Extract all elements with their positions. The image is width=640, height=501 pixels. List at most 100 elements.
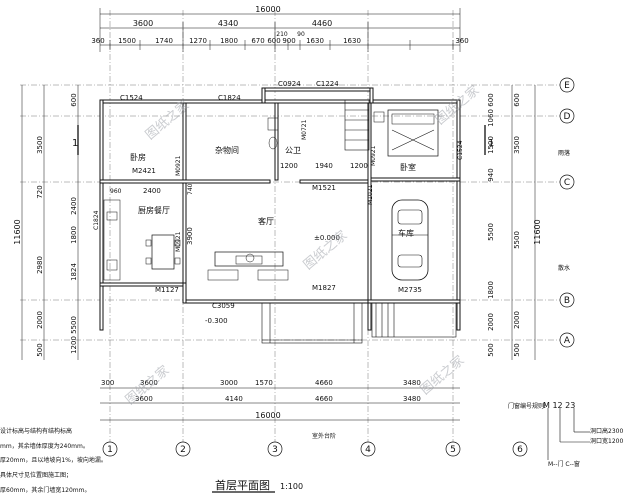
dim-left-r1-4: 500: [36, 343, 44, 356]
drawing-scale: 1:100: [280, 482, 303, 491]
dim-3900: 3900: [186, 227, 194, 245]
outdoor-stair-label: 室外台阶: [312, 432, 336, 440]
dim-bottom-r2-3: 3480: [403, 395, 421, 403]
dim-bottom-r1-1: 3600: [140, 379, 158, 387]
dim-right-r1-7: 500: [487, 343, 495, 356]
axis-label-5: 5: [450, 445, 456, 455]
dim-left-r2-5: 1200: [70, 336, 78, 354]
level-living: ±0.000: [314, 234, 340, 242]
legend-code: M 12 23: [543, 401, 575, 410]
watermark-1: 图纸之家: [142, 97, 192, 143]
note-line-4: 具体尺寸见位置图施工图；: [0, 471, 72, 479]
dim-top-r2-4: 1800: [220, 37, 238, 45]
dim-bottom-r2-2: 4660: [315, 395, 333, 403]
dim-top-2: 4340: [218, 19, 238, 28]
dim-bottom-r1-2: 3000: [220, 379, 238, 387]
label-m1021: M1021: [367, 184, 374, 205]
dim-right-r1-6: 2000: [487, 313, 495, 331]
legend-title: 门窗编号规则:: [508, 402, 546, 410]
label-m1127: M1127: [155, 286, 179, 294]
dim-1940: 1940: [315, 162, 333, 170]
label-c1524-right: C1524: [457, 140, 464, 160]
axis-label-D: D: [564, 112, 571, 122]
porch-steps: [261, 302, 363, 344]
dim-left-r1-1: 720: [36, 185, 44, 198]
label-m2735: M2735: [398, 286, 422, 294]
dim-left-r2-4: 5500: [70, 316, 78, 334]
dim-1200b: 1200: [350, 162, 368, 170]
dim-right-r2-3: 2000: [513, 311, 521, 329]
axis-label-C: C: [564, 178, 570, 188]
bottom-dimensions: [100, 387, 460, 421]
dim-left-r2-1: 2400: [70, 197, 78, 215]
dim-bottom-r1-4: 4660: [315, 379, 333, 387]
dim-left-r2-2: 1800: [70, 226, 78, 244]
top-dimensions: [99, 8, 461, 52]
note-line-5: 厚60mm，其余门墙宽120mm。: [0, 486, 90, 494]
dim-right-r2-0: 600: [513, 93, 521, 106]
legend-line-2: 洞口宽1200: [590, 437, 623, 445]
section-marker-right-label: 1: [488, 138, 494, 149]
room-kitchen-dining: 厨房餐厅: [138, 205, 170, 215]
label-c1824-left: C1824: [93, 210, 100, 230]
axis-bubbles-vertical: [102, 441, 528, 457]
sofa-set-icon: [207, 251, 289, 281]
legend-line-3: M--门 C--窗: [548, 460, 580, 468]
label-m2421: M2421: [132, 167, 156, 175]
dim-top-1: 3600: [133, 19, 153, 28]
dim-top-r2-6: 600: [267, 37, 280, 45]
note-line-2: mm，其余墙体厚度为240mm。: [0, 442, 89, 450]
dim-top-r2-9: 1630: [343, 37, 361, 45]
label-m1827: M1827: [312, 284, 336, 292]
axis-bubbles-horizontal: [559, 77, 575, 348]
watermark-2: 图纸之家: [432, 82, 482, 128]
dim-bottom-r2-0: 3600: [135, 395, 153, 403]
dim-top-small-1: 90: [297, 31, 305, 38]
label-m0921-b: M0921: [370, 145, 377, 166]
dim-right-r2-4: 500: [513, 343, 521, 356]
label-c1524-top: C1524: [120, 94, 143, 102]
dim-1200a: 1200: [280, 162, 298, 170]
dim-740: 740: [187, 183, 194, 195]
dim-bottom-total: 16000: [255, 411, 280, 420]
axis-label-3: 3: [272, 445, 278, 455]
dim-right-r1-1: 1060: [487, 109, 495, 127]
label-c1224: C1224: [316, 80, 339, 88]
dim-top-r2-7: 900: [282, 37, 295, 45]
rain-pipe-label: 雨落: [558, 149, 570, 157]
label-c0924: C0924: [278, 80, 301, 88]
note-line-1: 设计标高与结构有结构标高: [0, 427, 72, 435]
room-bedroom-right: 卧室: [400, 162, 416, 172]
walls: [99, 87, 461, 331]
label-c1824-top: C1824: [218, 94, 241, 102]
room-garage: 车库: [398, 228, 414, 238]
dim-left-r1-0: 3500: [36, 136, 44, 154]
dim-top-3: 4460: [312, 19, 332, 28]
label-m0921-a: M0921: [175, 155, 182, 176]
dim-right-r2-1: 3500: [513, 136, 521, 154]
legend-line-1: 洞口高2300: [590, 427, 623, 435]
label-m0721: M0721: [301, 119, 308, 140]
dim-right-r1-0: 600: [487, 93, 495, 106]
dim-top-total: 16000: [255, 5, 280, 14]
room-toilet: 公卫: [285, 146, 301, 155]
dim-top-r2-5: 670: [251, 37, 264, 45]
dim-top-r2-8: 1630: [306, 37, 324, 45]
dim-left-r2-0: 600: [70, 93, 78, 106]
level-outdoor: -0.300: [205, 317, 228, 325]
dim-top-r2-3: 1270: [189, 37, 207, 45]
axis-label-6: 6: [517, 445, 523, 455]
garage-ramp: [371, 302, 457, 338]
dim-top-r2-2: 1740: [155, 37, 173, 45]
axis-label-2: 2: [180, 445, 186, 455]
axis-label-1: 1: [107, 445, 113, 455]
dim-top-r2-0: 360: [91, 37, 104, 45]
label-c3059: C3059: [212, 302, 235, 310]
bed-icon: [373, 109, 439, 157]
dim-bottom-r1-3: 1570: [255, 379, 273, 387]
dining-table-icon: [145, 234, 181, 270]
right-dimensions: [511, 85, 536, 360]
stair-icon: [344, 99, 370, 151]
